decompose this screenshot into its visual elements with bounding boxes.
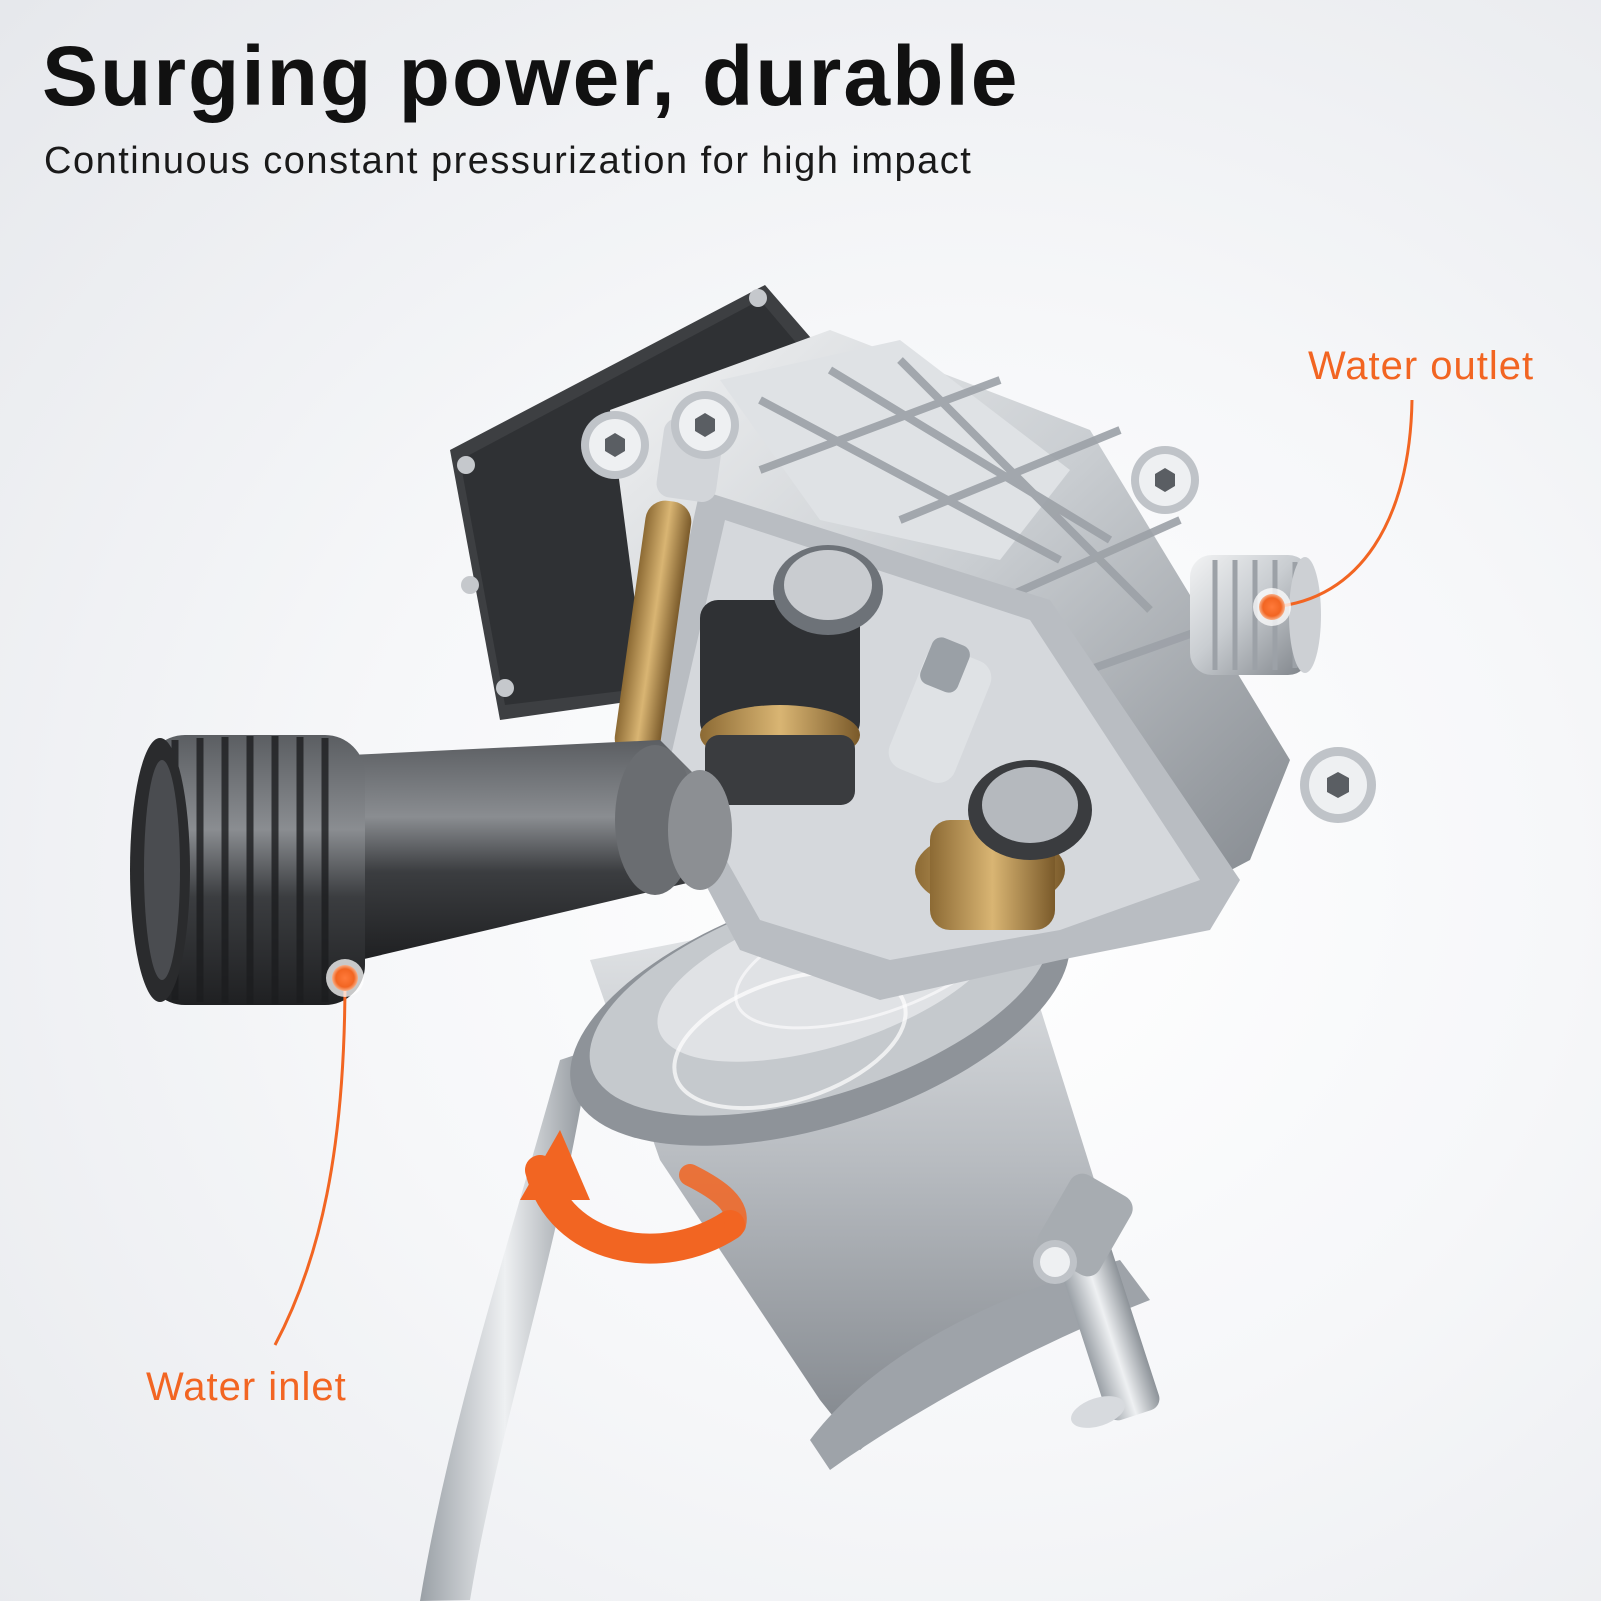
piston-upper — [700, 545, 883, 805]
headline-subtitle: Continuous constant pressurization for h… — [44, 140, 973, 182]
piston-lower — [915, 760, 1092, 930]
rotation-arrow-icon — [520, 1130, 747, 1264]
check-valve — [888, 637, 992, 783]
outlet-fitting — [1190, 555, 1321, 675]
outlet-leader-line — [1271, 399, 1414, 609]
outlet-marker-dot — [1253, 588, 1291, 626]
inlet-pipe — [130, 735, 732, 1005]
hex-bolts — [581, 391, 1376, 1284]
inlet-leader-line — [273, 979, 347, 1346]
headline-title: Surging power, durable — [42, 29, 1020, 123]
inlet-marker-dot — [326, 959, 364, 997]
water-inlet-label: Water inlet — [146, 1365, 347, 1409]
water-outlet-label: Water outlet — [1308, 344, 1535, 388]
